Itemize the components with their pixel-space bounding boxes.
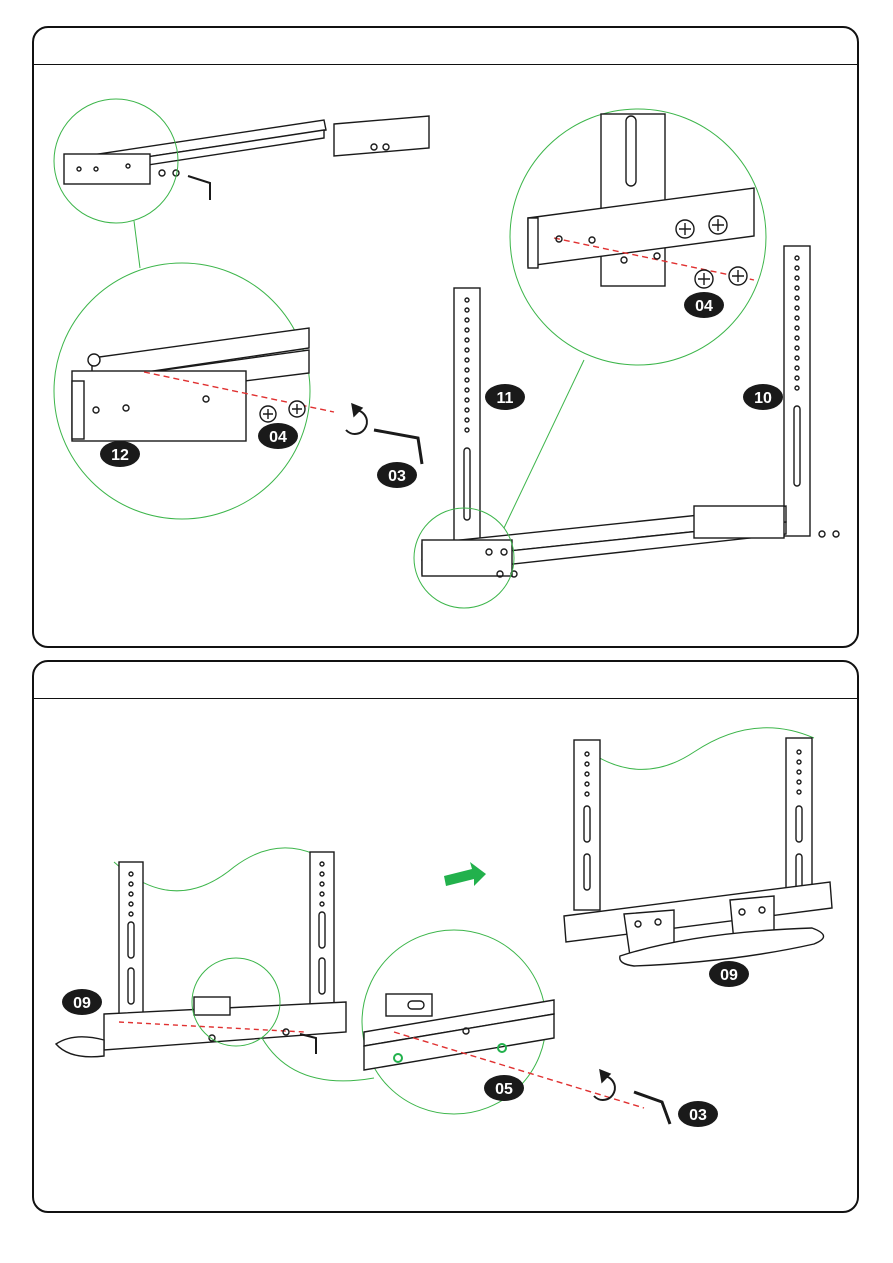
next-arrow-icon: [444, 862, 486, 886]
step-1-panel: 12 04 03 11 10 04: [32, 26, 859, 648]
svg-text:09: 09: [720, 967, 738, 984]
bottom-rail: [422, 506, 839, 577]
label-screw-05: 05: [484, 1075, 524, 1101]
svg-text:05: 05: [495, 1081, 513, 1098]
step-2-panel: 09 05 03 09: [32, 660, 859, 1213]
svg-text:04: 04: [269, 429, 287, 446]
label-rail-bracket-12: 12: [100, 441, 140, 467]
svg-text:09: 09: [73, 995, 91, 1012]
step-1-diagram: 12 04 03 11 10 04: [34, 28, 859, 648]
svg-text:03: 03: [388, 468, 406, 485]
label-allen-key-03: 03: [377, 462, 417, 488]
allen-key-icon: [374, 430, 422, 464]
frame-assembly-result: [564, 728, 832, 966]
frame-assembly-left: [56, 848, 346, 1057]
zoom-detail-left: [54, 263, 334, 519]
zoom-detail-right: [510, 109, 766, 365]
label-screw-04-right: 04: [684, 292, 724, 318]
label-soundbar-bracket-09: 09: [62, 989, 102, 1015]
allen-key-icon: [634, 1092, 670, 1124]
svg-text:03: 03: [689, 1107, 707, 1124]
svg-text:12: 12: [111, 447, 129, 464]
label-screw-04-left: 04: [258, 423, 298, 449]
label-allen-key-03-step2: 03: [678, 1101, 718, 1127]
svg-text:04: 04: [695, 298, 713, 315]
label-soundbar-result-09: 09: [709, 961, 749, 987]
label-upright-11: 11: [485, 384, 525, 410]
svg-text:10: 10: [754, 390, 772, 407]
label-upright-10: 10: [743, 384, 783, 410]
upright-11: [454, 288, 480, 573]
svg-text:11: 11: [497, 390, 514, 407]
step-2-diagram: 09 05 03 09: [34, 662, 859, 1213]
rail-assembly-top: [64, 116, 429, 200]
upright-10: [784, 246, 810, 536]
